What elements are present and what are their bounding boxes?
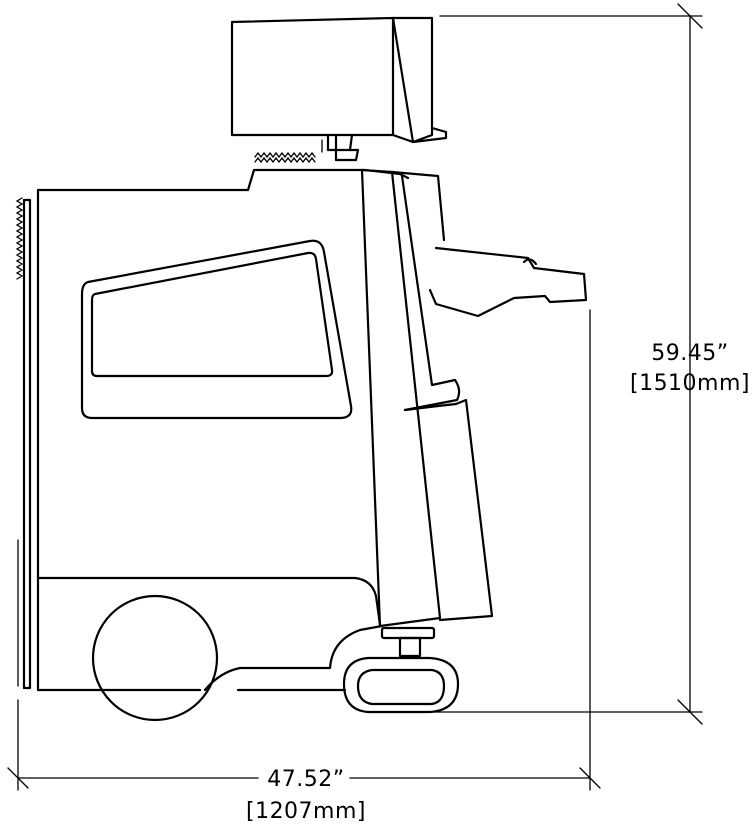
rear-wheel xyxy=(91,594,219,722)
width-dimension-inches: 47.52” xyxy=(267,767,344,792)
height-dimension xyxy=(391,3,703,725)
width-dimension-millimeters: [1207mm] xyxy=(246,799,366,824)
width-dimension xyxy=(7,309,601,791)
height-dimension-millimeters: [1510mm] xyxy=(630,371,750,396)
front-column xyxy=(360,168,494,628)
cable-coils xyxy=(15,151,316,280)
handle-tray xyxy=(428,246,588,318)
side-window-panel xyxy=(80,239,353,420)
monitor-head xyxy=(230,16,448,162)
height-dimension-inches: 59.45” xyxy=(651,341,728,366)
cart-body xyxy=(17,168,410,692)
caster-assembly xyxy=(342,626,460,714)
